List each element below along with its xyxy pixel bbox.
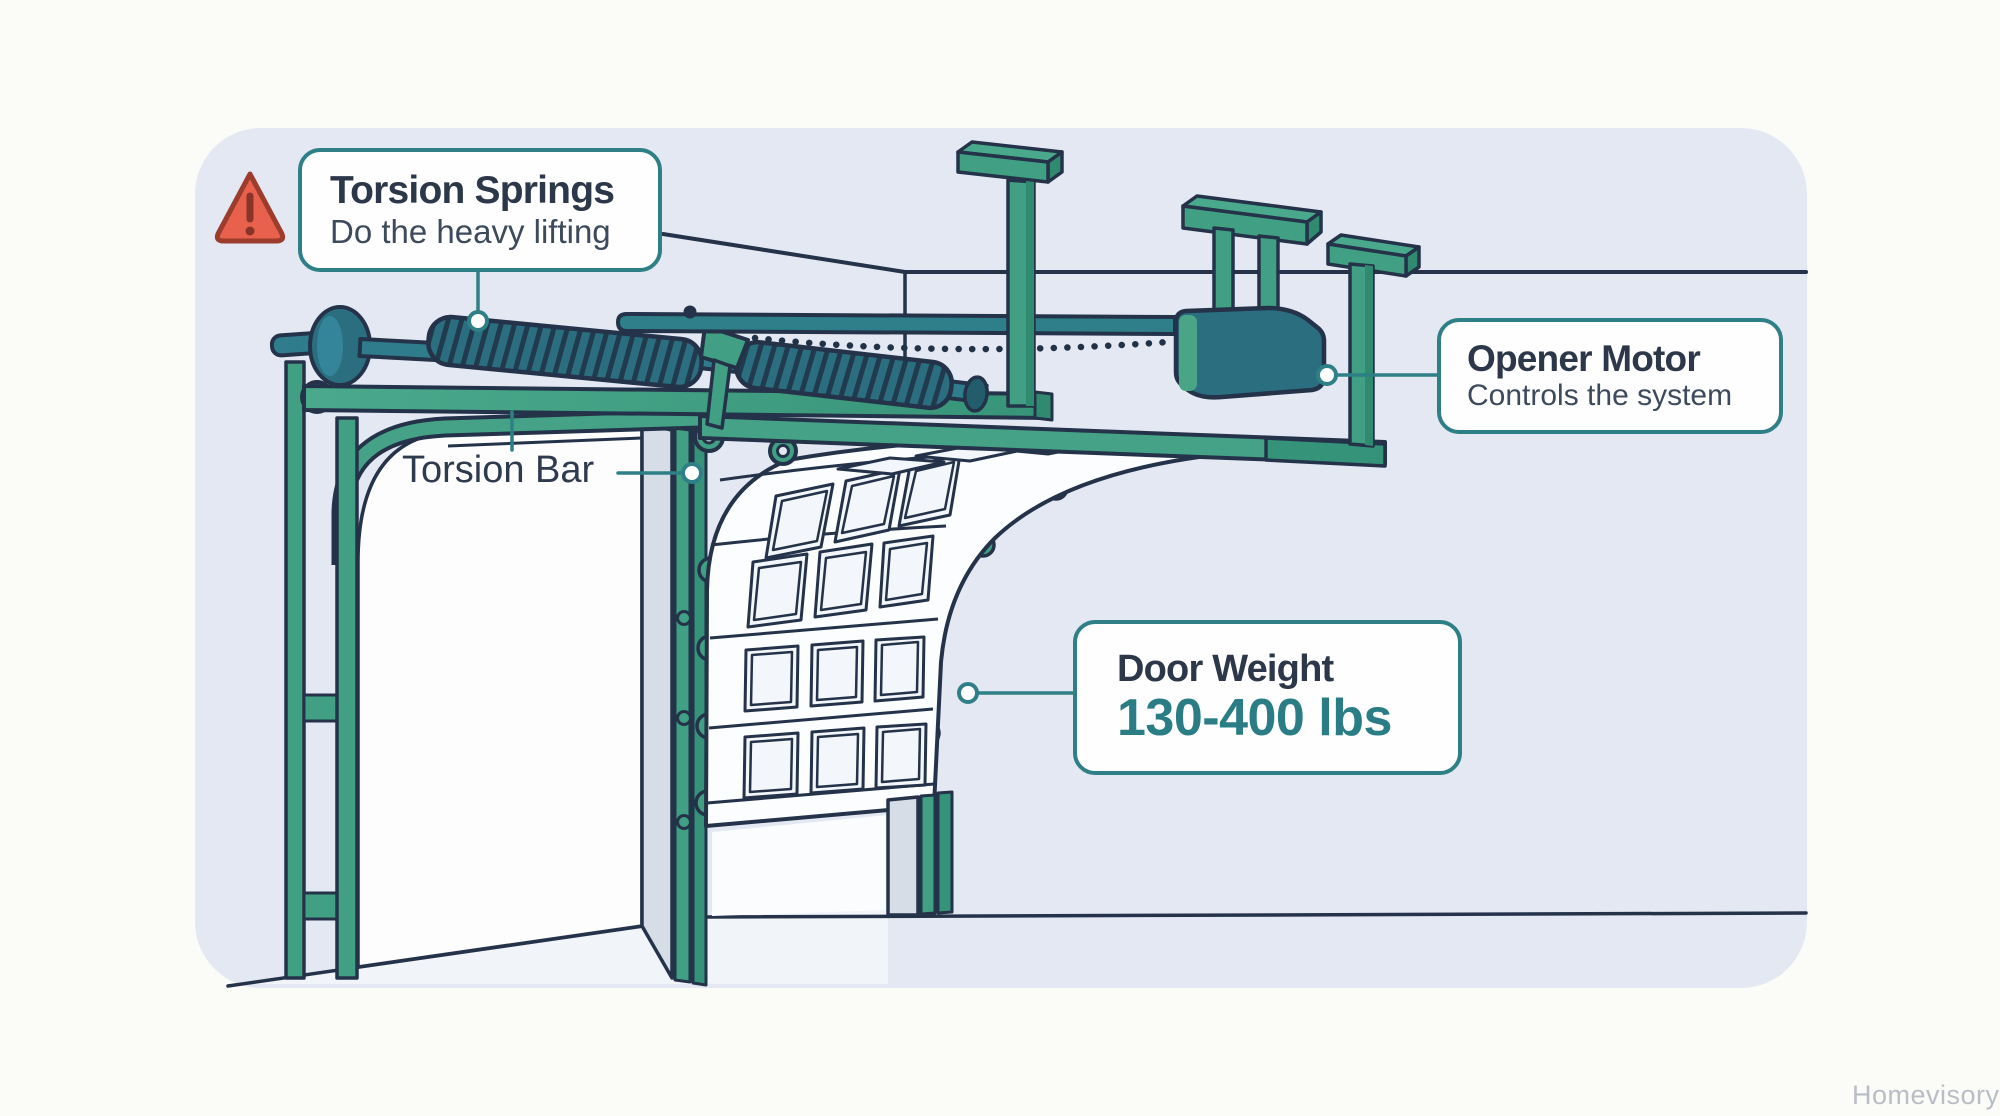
ceiling-brackets <box>956 140 1421 448</box>
door-weight-callout: Door Weight 130-400 lbs <box>1073 620 1462 775</box>
door-weight-title: Door Weight <box>1117 647 1334 690</box>
torsion-bar-label: Torsion Bar <box>402 449 595 491</box>
callout-leaders <box>467 270 1439 704</box>
door-opening-gap <box>712 815 888 916</box>
torsion-springs-title: Torsion Springs <box>330 169 615 213</box>
torsion-spring-left <box>426 314 704 390</box>
warning-triangle-icon <box>214 171 286 244</box>
torsion-springs-callout: Torsion Springs Do the heavy lifting <box>298 148 662 272</box>
opener-motor-callout: Opener Motor Controls the system <box>1437 318 1783 434</box>
door-weight-value: 130-400 lbs <box>1117 689 1392 748</box>
left-frame <box>284 360 359 980</box>
opener-motor-title: Opener Motor <box>1467 338 1701 380</box>
opener-motor <box>1173 305 1327 400</box>
open-doorway <box>331 408 708 987</box>
opener-motor-subtitle: Controls the system <box>1467 379 1733 413</box>
torsion-springs-subtitle: Do the heavy lifting <box>330 212 611 250</box>
brand-watermark: Homevisory <box>1852 1080 2000 1110</box>
sectional-door <box>693 421 1242 828</box>
drive-chain-dotted-line <box>751 334 1172 353</box>
horizontal-track <box>698 414 1387 468</box>
torsion-assembly <box>269 305 989 430</box>
right-jamb-strips <box>886 790 954 917</box>
